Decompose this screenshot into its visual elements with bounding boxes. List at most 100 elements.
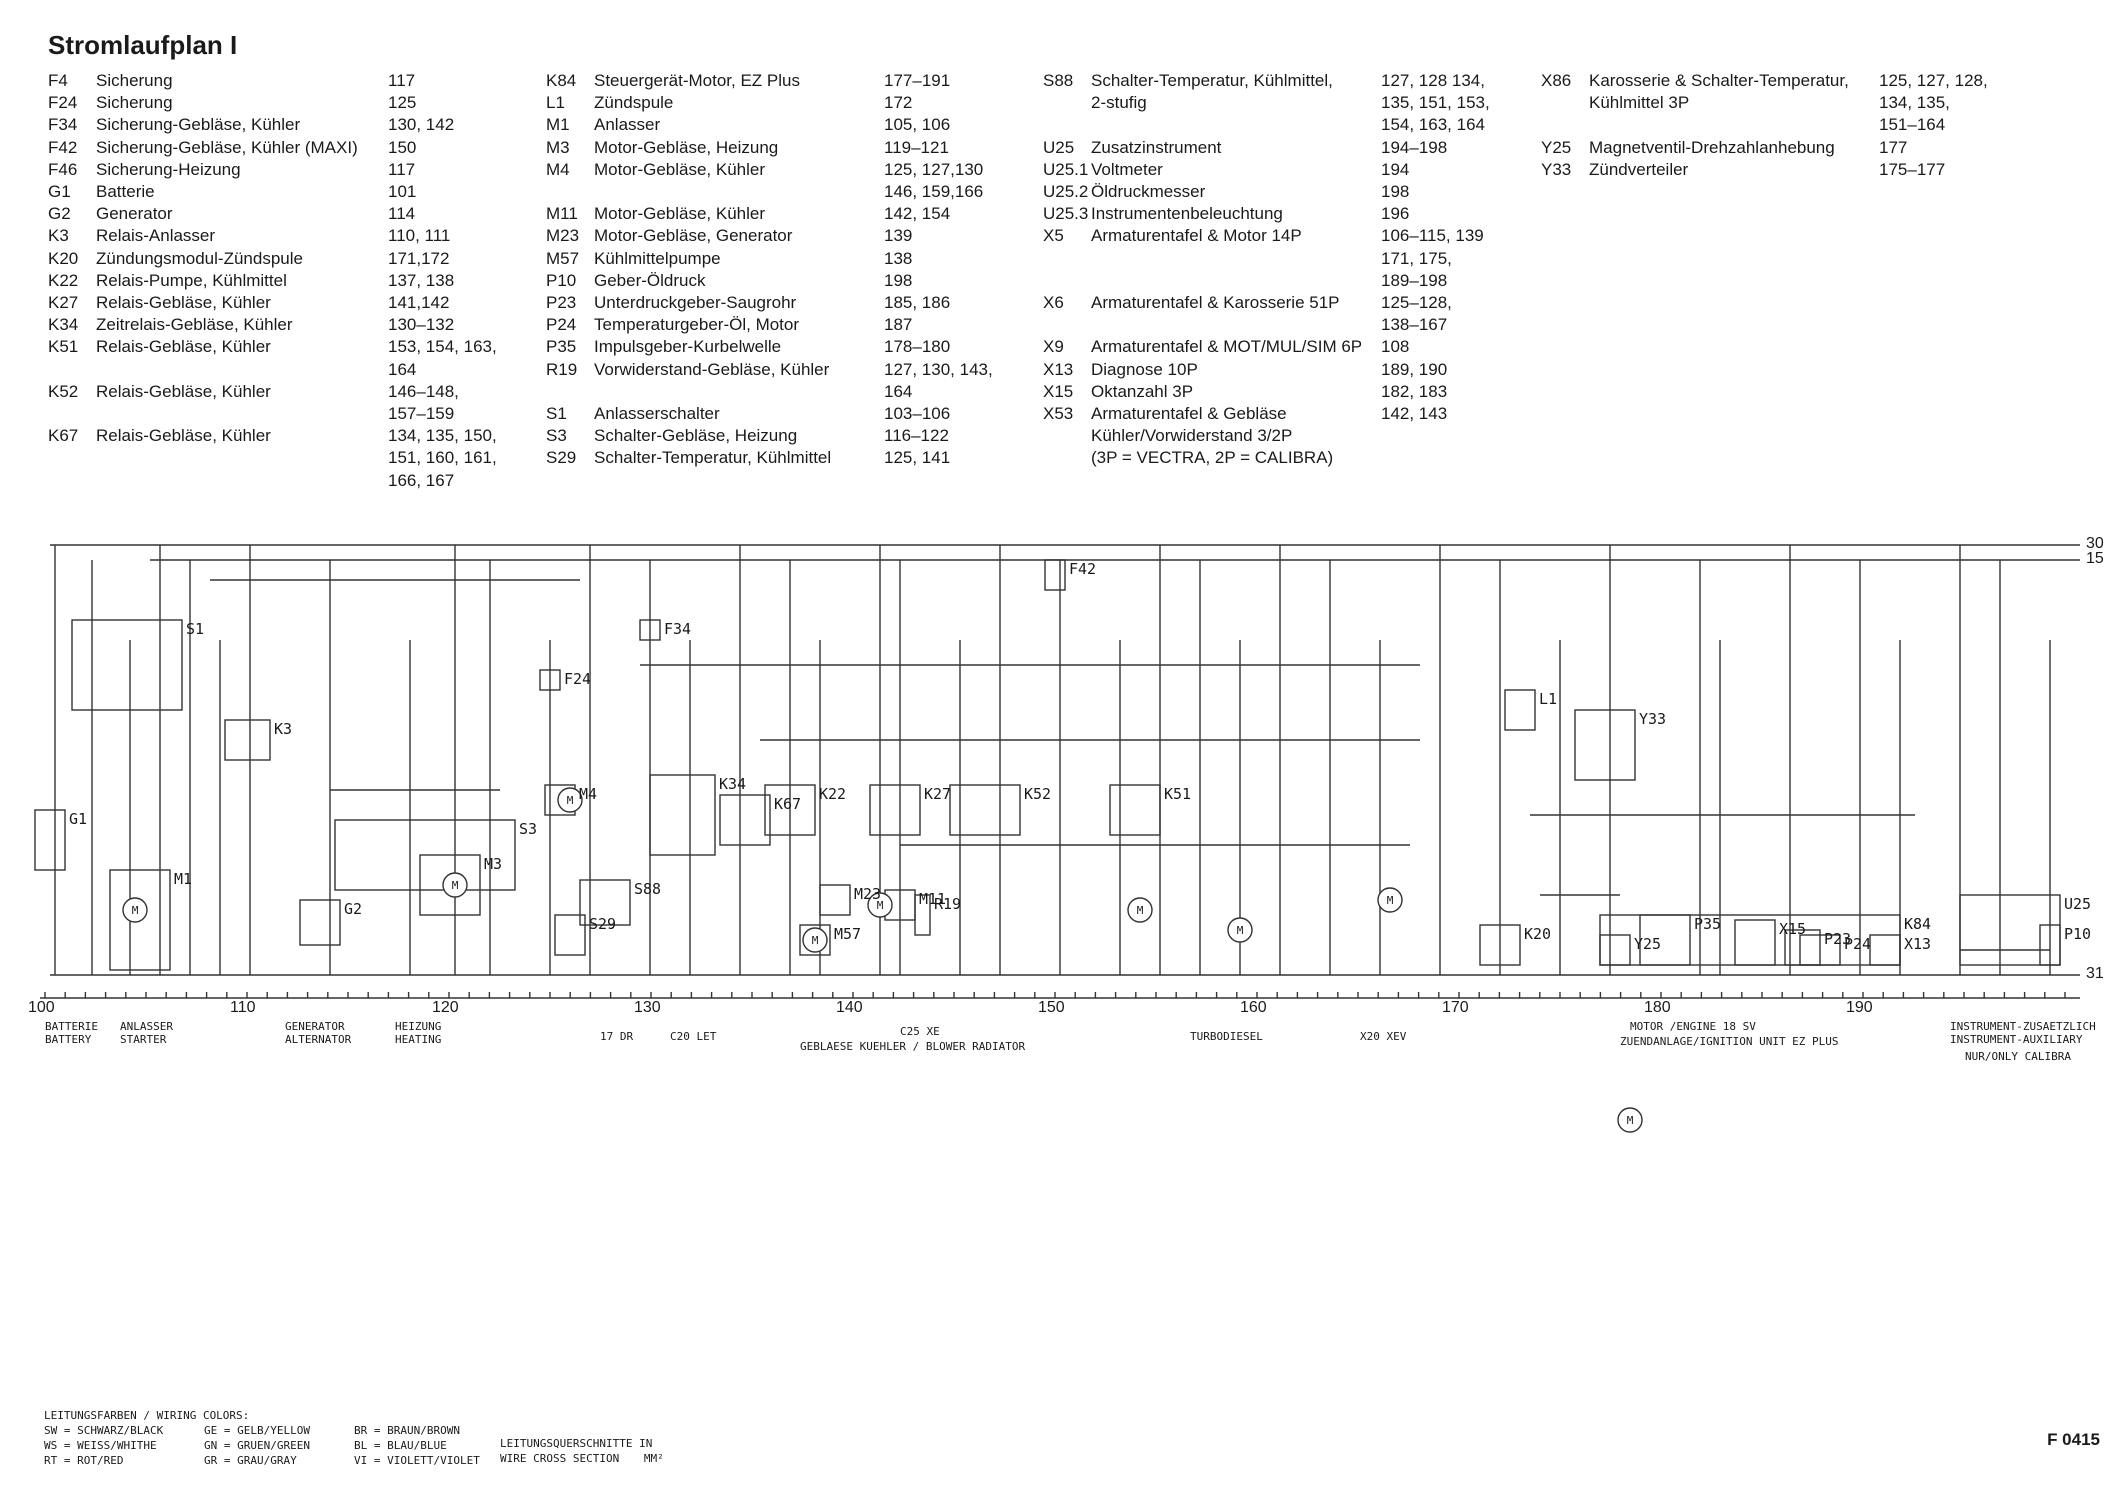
legend-description: Anlasser: [594, 115, 661, 135]
legend-code: [1043, 447, 1091, 469]
legend-pages: 194–198: [1381, 137, 1448, 157]
component-label-y25: Y25: [1634, 935, 1661, 953]
legend-pages: 106–115, 139: [1381, 226, 1484, 246]
legend-pages: 175–177: [1879, 159, 1946, 179]
group-label: X20 XEV: [1360, 1030, 1407, 1043]
component-label-m3: M3: [484, 855, 502, 873]
legend-code: K67: [48, 426, 79, 446]
legend-description: [594, 381, 884, 403]
component-label-k20: K20: [1524, 925, 1551, 943]
legend-row: 164: [48, 359, 497, 381]
legend-row: 157–159: [48, 403, 497, 425]
group-label: C20 LET: [670, 1030, 717, 1043]
legend-pages: 117: [388, 71, 416, 90]
group-label: GENERATOR: [285, 1020, 345, 1033]
legend-code: [1541, 114, 1589, 136]
color-gr: GR = GRAU/GRAY: [204, 1454, 297, 1467]
component-label-k27: K27: [924, 785, 951, 803]
scale-label: 130: [634, 999, 661, 1016]
component-l1: [1504, 689, 1536, 731]
component-f24: [539, 669, 561, 691]
legend-description: Schalter-Temperatur, Kühlmittel: [594, 448, 832, 468]
component-label-k67: K67: [774, 795, 801, 813]
legend-code: U25.3: [1043, 204, 1089, 224]
legend-row: 171, 175,: [1043, 248, 1490, 270]
scale-label: 110: [230, 999, 256, 1016]
component-label-f42: F42: [1069, 560, 1096, 578]
legend-description: Impulsgeber-Kurbelwelle: [594, 337, 782, 357]
legend-code: [48, 359, 96, 381]
legend-description: Generator: [96, 204, 173, 224]
legend-pages: 101: [388, 182, 417, 202]
legend-code: K52: [48, 381, 79, 401]
legend-description: Armaturentafel & Karosserie 51P: [1091, 293, 1340, 313]
legend-code: [1043, 314, 1091, 336]
legend-code: X6: [1043, 293, 1064, 313]
color-bl: BL = BLAU/BLUE: [354, 1439, 447, 1452]
group-label: 17 DR: [600, 1030, 633, 1043]
legend-code: M23: [546, 226, 580, 246]
svg-text:M: M: [1237, 924, 1244, 937]
legend-description: [96, 403, 388, 425]
legend-row: Kühler/Vorwiderstand 3/2P: [1043, 425, 1490, 447]
legend-pages: 138: [884, 248, 913, 268]
legend-code: [48, 447, 96, 469]
legend-description: [1091, 114, 1381, 136]
legend-code: S3: [546, 426, 567, 446]
legend-code: S29: [546, 448, 577, 468]
legend-pages: 182, 183: [1381, 381, 1448, 401]
legend-pages: 125: [388, 93, 417, 113]
legend-description: Zeitrelais-Gebläse, Kühler: [96, 315, 293, 335]
legend-code: P35: [546, 337, 577, 357]
component-g2: [299, 899, 341, 946]
cross-section-line1: LEITUNGSQUERSCHNITTE IN: [500, 1437, 653, 1450]
color-vi: VI = VIOLETT/VIOLET: [354, 1454, 480, 1467]
legend-row: (3P = VECTRA, 2P = CALIBRA): [1043, 447, 1490, 469]
group-label: INSTRUMENT-AUXILIARY: [1950, 1033, 2083, 1046]
scale-label: 120: [432, 999, 459, 1016]
legend-code: K22: [48, 270, 79, 290]
legend-description: (3P = VECTRA, 2P = CALIBRA): [1091, 448, 1334, 468]
component-label-p35: P35: [1694, 915, 1721, 933]
component-s3: [334, 819, 516, 891]
legend-pages: 189, 190: [1381, 359, 1448, 379]
legend-description: Relais-Anlasser: [96, 226, 216, 246]
legend-pages: 119–121: [884, 137, 949, 157]
legend-description: Diagnose 10P: [1091, 359, 1198, 379]
legend-description: Kühler/Vorwiderstand 3/2P: [1091, 426, 1293, 446]
legend-code: [48, 470, 96, 492]
legend-code: K84: [546, 71, 577, 90]
component-label-f24: F24: [564, 670, 591, 688]
legend-code: [1541, 92, 1589, 114]
component-m3: [419, 854, 481, 916]
legend-pages: 142, 154: [884, 204, 951, 224]
cross-section-unit: MM²: [643, 1452, 664, 1465]
legend-pages: 153, 154, 163,: [388, 337, 497, 357]
legend-code: [48, 403, 96, 425]
component-u25: [1959, 894, 2061, 966]
legend-pages: 146–148,: [388, 381, 459, 401]
figure-id: F 0415: [2047, 1430, 2100, 1449]
legend-description: Sicherung-Heizung: [96, 159, 241, 179]
legend-description: Motor-Gebläse, Heizung: [594, 137, 779, 157]
legend-pages: 198: [884, 270, 913, 290]
legend-pages: 127, 128 134,: [1381, 71, 1485, 90]
component-label-p10: P10: [2064, 925, 2091, 943]
legend-code: [1043, 270, 1091, 292]
legend-pages: 142, 143: [1381, 404, 1448, 424]
legend-pages: 185, 186: [884, 293, 951, 313]
component-y25: [1599, 934, 1631, 966]
legend-description: Anlasserschalter: [594, 404, 720, 424]
legend-pages: 125, 127,130: [884, 159, 984, 179]
